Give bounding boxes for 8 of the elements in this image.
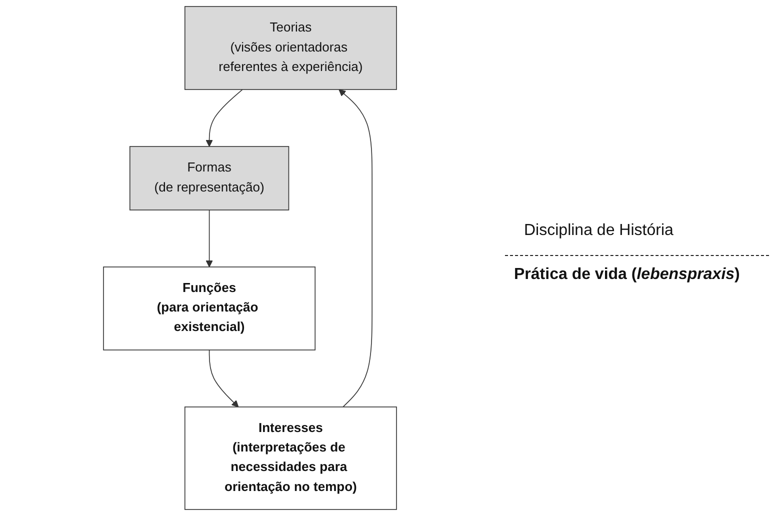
arrow <box>208 350 239 408</box>
node-box: Funções (para orientação existencial) <box>103 266 316 350</box>
arrow <box>338 89 372 408</box>
arrow <box>206 210 213 268</box>
node-box: Teorias (visões orientadoras referentes à experiência) <box>184 6 397 90</box>
node-box: Formas (de representação) <box>129 146 290 210</box>
arrow <box>206 89 243 147</box>
node-box: Interesses (interpretações de necessidades para orientação no tempo) <box>184 406 397 510</box>
